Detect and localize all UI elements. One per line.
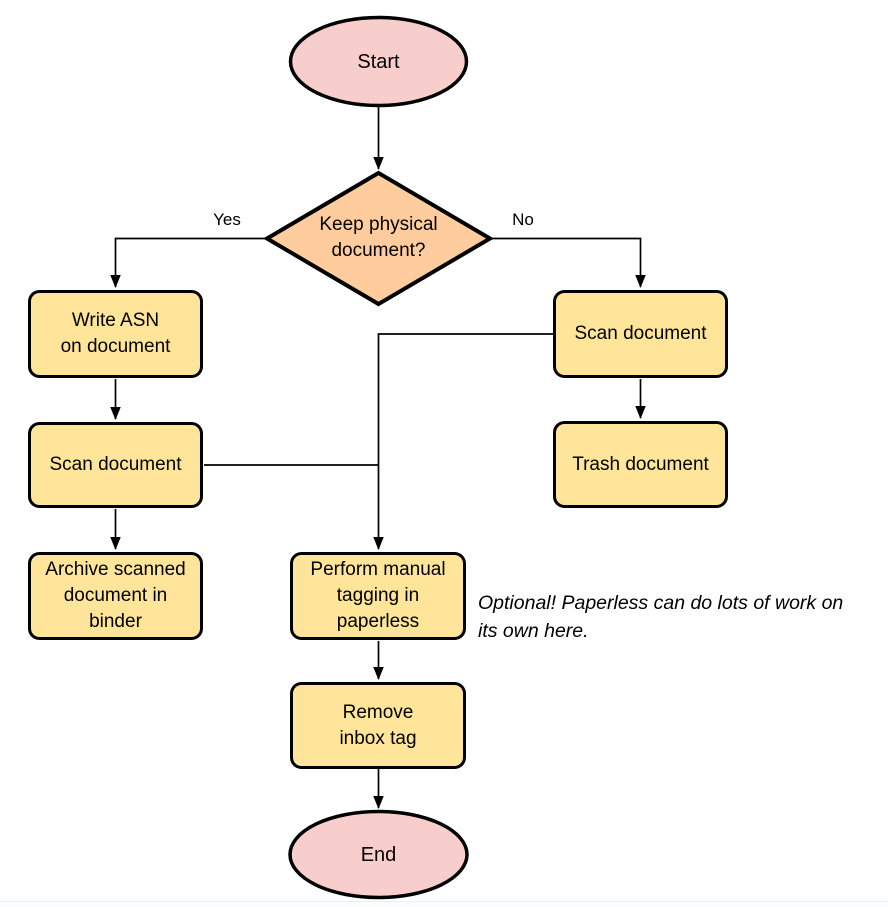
scan-left-process-shape bbox=[28, 422, 203, 508]
archive-process-shape bbox=[28, 552, 203, 640]
tagging-process-shape bbox=[290, 552, 466, 640]
start-terminator-shape bbox=[288, 15, 469, 108]
remove-inbox-process-shape bbox=[290, 682, 466, 769]
bottom-separator bbox=[0, 901, 888, 907]
scan-right-process-shape bbox=[553, 290, 728, 378]
trash-process-shape bbox=[553, 421, 728, 508]
end-terminator-shape bbox=[288, 809, 469, 900]
edge-scan-right-to-tagging bbox=[373, 333, 553, 550]
optional-annotation: Optional! Paperless can do lots of work … bbox=[478, 592, 844, 642]
edge-decision-no-to-scan-right bbox=[491, 237, 646, 288]
write-asn-process-shape bbox=[28, 290, 203, 378]
decision-diamond-shape bbox=[263, 170, 494, 307]
edge-decision-yes-to-write-asn bbox=[110, 237, 265, 288]
